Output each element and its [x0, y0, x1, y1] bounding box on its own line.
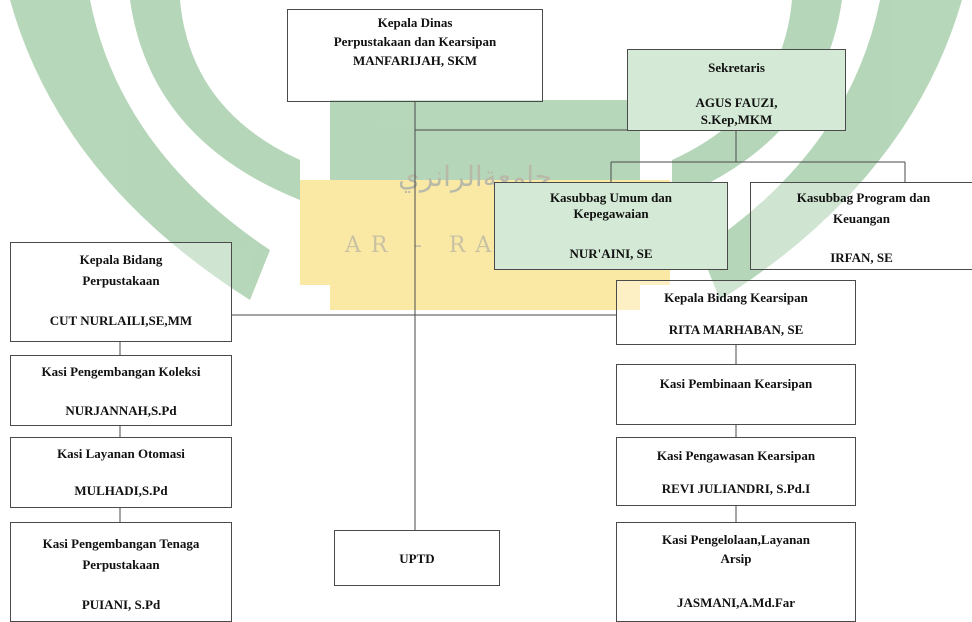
kasi-koleksi-title: Kasi Pengembangan Koleksi — [41, 364, 201, 379]
kasi-pembinaan-title: Kasi Pembinaan Kearsipan — [659, 376, 813, 391]
sekretaris-box: Sekretaris AGUS FAUZI, S.Kep,MKM — [627, 49, 846, 131]
kabid-kearsipan-box: Kepala Bidang Kearsipan RITA MARHABAN, S… — [616, 280, 856, 345]
kasi-tenaga-title-line1: Kasi Pengembangan Tenaga — [42, 536, 200, 551]
watermark-leaf-left — [10, 0, 270, 300]
kasubbag-program-box: Kasubbag Program dan Keuangan IRFAN, SE — [750, 182, 972, 270]
kabid-kearsipan-name: RITA MARHABAN, SE — [668, 322, 804, 337]
kasi-koleksi-name: NURJANNAH,S.Pd — [65, 403, 177, 418]
kasi-pengelolaan-title-line2: Arsip — [720, 551, 752, 566]
kasi-pengelolaan-name: JASMANI,A.Md.Far — [676, 595, 796, 610]
kasi-tenaga-name: PUIANI, S.Pd — [81, 597, 161, 612]
uptd-box: UPTD — [334, 530, 500, 586]
kasubbag-umum-name: NUR'AINI, SE — [569, 246, 653, 261]
kasi-pengawasan-box: Kasi Pengawasan Kearsipan REVI JULIANDRI… — [616, 437, 856, 506]
kasi-pengelolaan-title-line1: Kasi Pengelolaan,Layanan — [661, 532, 811, 547]
watermark-arch-left — [130, 0, 300, 200]
kasubbag-program-title-line2: Keuangan — [832, 211, 891, 226]
kasubbag-program-title-line1: Kasubbag Program dan — [796, 190, 931, 205]
kasi-pengawasan-title: Kasi Pengawasan Kearsipan — [656, 448, 816, 463]
kasubbag-program-name: IRFAN, SE — [830, 250, 893, 265]
watermark-building — [330, 100, 640, 180]
kasi-otomasi-title: Kasi Layanan Otomasi — [57, 446, 185, 461]
watermark-leaf-right — [700, 0, 962, 300]
uptd-title: UPTD — [399, 551, 435, 566]
kabid-perpustakaan-name: CUT NURLAILI,SE,MM — [49, 313, 193, 328]
kasubbag-umum-box: Kasubbag Umum dan Kepegawaian NUR'AINI, … — [494, 182, 728, 270]
kasi-pengawasan-name: REVI JULIANDRI, S.Pd.I — [661, 481, 811, 496]
kabid-perpustakaan-box: Kepala Bidang Perpustakaan CUT NURLAILI,… — [10, 242, 232, 342]
kasubbag-umum-title-line2: Kepegawaian — [573, 206, 649, 221]
kepala-dinas-subtitle: Perpustakaan dan Kearsipan — [333, 34, 497, 49]
kasi-otomasi-box: Kasi Layanan Otomasi MULHADI,S.Pd — [10, 437, 232, 508]
kepala-dinas-title: Kepala Dinas — [377, 15, 453, 30]
sekretaris-title: Sekretaris — [708, 60, 765, 75]
sekretaris-name-line2: S.Kep,MKM — [700, 112, 773, 127]
kasubbag-umum-title-line1: Kasubbag Umum dan — [549, 190, 673, 205]
kepala-dinas-box: Kepala Dinas Perpustakaan dan Kearsipan … — [287, 9, 543, 102]
kabid-perpustakaan-title-line2: Perpustakaan — [82, 273, 160, 288]
kasi-koleksi-box: Kasi Pengembangan Koleksi NURJANNAH,S.Pd — [10, 355, 232, 426]
kasi-tenaga-box: Kasi Pengembangan Tenaga Perpustakaan PU… — [10, 522, 232, 622]
kabid-kearsipan-title: Kepala Bidang Kearsipan — [664, 290, 808, 305]
sekretaris-name-line1: AGUS FAUZI, — [695, 95, 778, 110]
kasi-pengelolaan-box: Kasi Pengelolaan,Layanan Arsip JASMANI,A… — [616, 522, 856, 622]
kasi-pembinaan-box: Kasi Pembinaan Kearsipan — [616, 364, 856, 425]
kabid-perpustakaan-title-line1: Kepala Bidang — [79, 252, 163, 267]
kasi-tenaga-title-line2: Perpustakaan — [82, 557, 160, 572]
kepala-dinas-name: MANFARIJAH, SKM — [353, 53, 477, 68]
kasi-otomasi-name: MULHADI,S.Pd — [74, 483, 168, 498]
